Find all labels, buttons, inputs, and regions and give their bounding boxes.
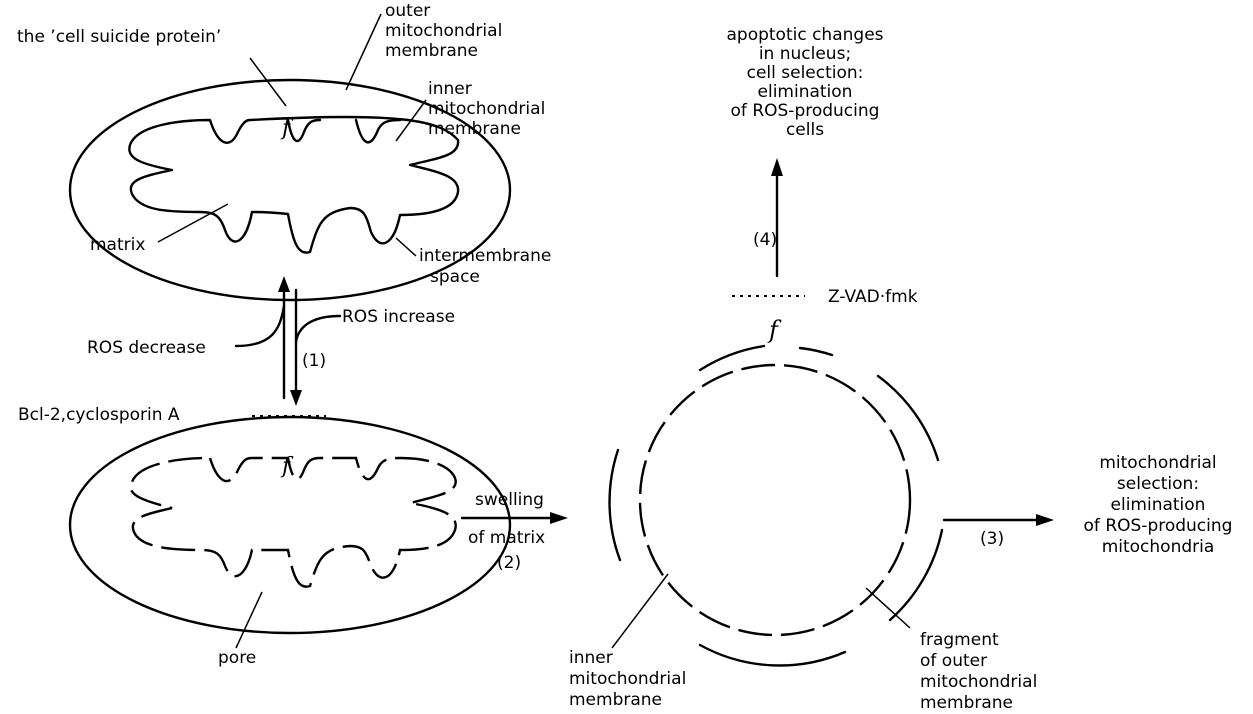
- outer-fragment-label-line: membrane: [920, 693, 1013, 713]
- step1-arrows: ROS decrease ROS increase (1): [87, 276, 455, 406]
- outer-fragment: [610, 450, 620, 560]
- inner-membrane-label-line: mitochondrial: [428, 99, 545, 119]
- outer-membrane-label: outer mitochondrial membrane: [346, 1, 502, 90]
- outer-fragment: [700, 645, 845, 665]
- outer-fragment-label-line: mitochondrial: [920, 672, 1037, 692]
- matrix-label-text: matrix: [90, 235, 145, 255]
- swollen-mitochondrion: [610, 346, 942, 665]
- swelling-label-line: of matrix: [468, 528, 545, 548]
- step2-label: (2): [497, 553, 521, 573]
- outer-membrane-label-line: membrane: [385, 41, 478, 61]
- inner-membrane-circle: [640, 365, 910, 635]
- inner-membrane-bottom-line: mitochondrial: [569, 669, 686, 689]
- apoptotic-label-line: in nucleus;: [759, 44, 851, 64]
- inner-membrane-label-line: membrane: [428, 119, 521, 139]
- outer-membrane-bottom: [70, 417, 510, 633]
- inner-membrane-bottom-label: inner mitochondrial membrane: [569, 574, 686, 710]
- inner-membrane-bottom-line: membrane: [569, 690, 662, 710]
- apoptotic-label-line: cell selection:: [747, 63, 864, 83]
- pore-mitochondrion: f: [70, 417, 510, 633]
- bcl2-inhibitor: Bcl-2,cyclosporin A: [18, 405, 326, 425]
- apoptotic-label-line: of ROS-producing: [731, 101, 880, 121]
- outer-fragment: [890, 530, 942, 620]
- outer-membrane-label-line: outer: [385, 1, 430, 21]
- intermembrane-label-line: space: [430, 267, 480, 287]
- outer-fragment: [878, 376, 938, 460]
- step3-label: (3): [980, 529, 1004, 549]
- outer-membrane-label-line: mitochondrial: [385, 21, 502, 41]
- pore-label-text: pore: [218, 648, 256, 668]
- inner-membrane-label-line: inner: [428, 79, 472, 99]
- mito-selection-line: of ROS-producing: [1084, 516, 1233, 536]
- mito-selection-line: elimination: [1111, 495, 1206, 515]
- apoptotic-label-line: elimination: [758, 82, 853, 102]
- cell-suicide-protein-label: the ’cell suicide protein’: [17, 27, 286, 106]
- apoptotic-label-line: apoptotic changes: [726, 25, 883, 45]
- outer-fragment: [800, 348, 832, 355]
- outer-fragment-label: fragment of outer mitochondrial membrane: [866, 588, 1037, 713]
- ros-decrease-label: ROS decrease: [87, 338, 206, 358]
- inner-membrane-bottom-line: inner: [569, 648, 613, 668]
- mito-selection-line: mitochondrial: [1099, 453, 1216, 473]
- step3-arrow: (3): [944, 514, 1054, 549]
- inner-membrane-bottom: [131, 458, 456, 587]
- apoptotic-changes-label: apoptotic changes in nucleus; cell selec…: [726, 25, 883, 140]
- outer-fragment-label-line: fragment: [920, 630, 999, 650]
- outer-fragment-label-line: of outer: [920, 651, 987, 671]
- zvad-label: Z-VAD·fmk: [828, 287, 918, 307]
- cell-suicide-protein-text: the ’cell suicide protein’: [17, 27, 221, 47]
- bcl2-label: Bcl-2,cyclosporin A: [18, 405, 180, 425]
- apoptotic-label-line: cells: [786, 120, 824, 140]
- step1-label: (1): [302, 351, 326, 371]
- step4-label: (4): [753, 230, 777, 250]
- mito-selection-line: selection:: [1117, 474, 1199, 494]
- mito-selection-line: mitochondria: [1102, 537, 1215, 557]
- intermembrane-label-line: intermembrane: [419, 246, 551, 266]
- inner-membrane-label: inner mitochondrial membrane: [396, 79, 545, 141]
- step2-arrow: swelling of matrix (2): [462, 490, 568, 573]
- protein-glyph-circle: f: [767, 316, 782, 344]
- inner-membrane: [129, 117, 458, 253]
- swelling-label-line: swelling: [475, 490, 544, 510]
- ros-increase-label: ROS increase: [342, 307, 455, 327]
- step4-arrow: f (4) Z-VAD·fmk: [732, 158, 918, 344]
- mito-selection-label: mitochondrial selection: elimination of …: [1084, 453, 1233, 557]
